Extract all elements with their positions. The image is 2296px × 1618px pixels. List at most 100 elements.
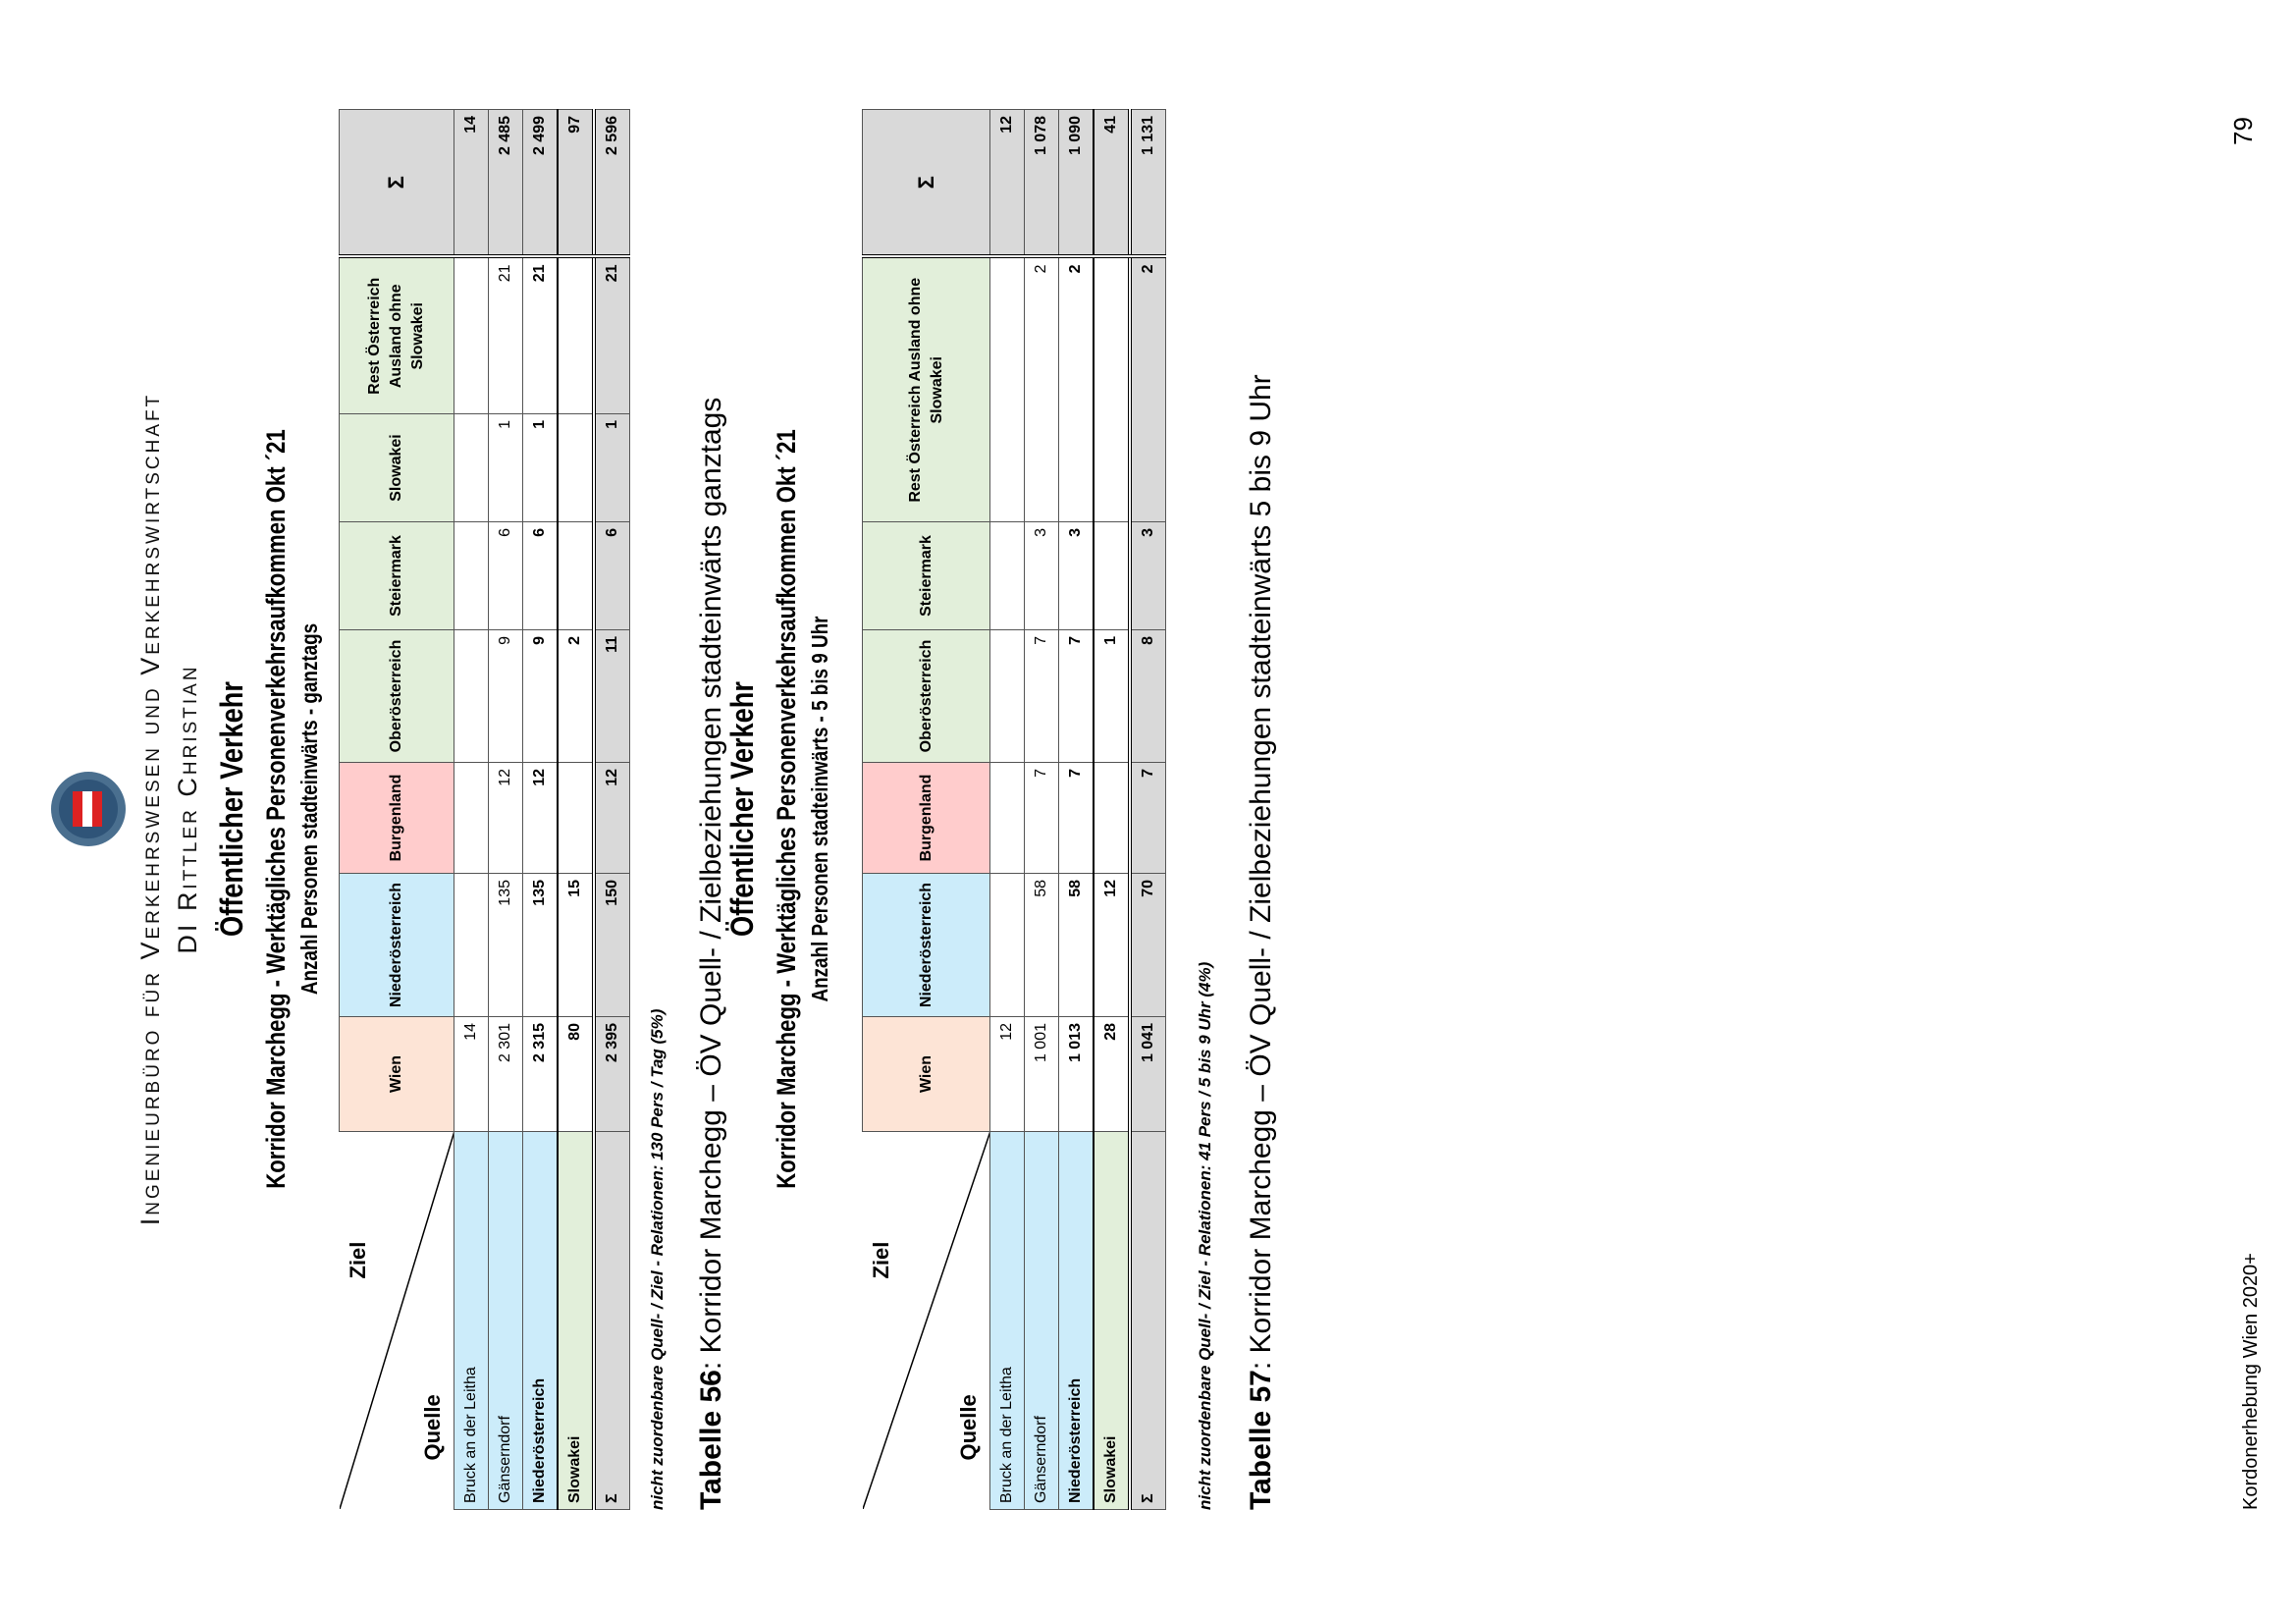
table-cell: 2 485 xyxy=(488,109,523,257)
table-cell: 1 078 xyxy=(1024,109,1059,257)
table-title: Öffentlicher Verkehr xyxy=(214,681,249,938)
table-cell xyxy=(454,521,489,630)
table-cell: 80 xyxy=(558,1016,594,1132)
column-header: Niederösterreich xyxy=(339,873,454,1017)
table-cell: 2 xyxy=(558,629,594,763)
table-cell: 2 395 xyxy=(594,1016,630,1132)
table-cell: 7 xyxy=(1130,762,1166,874)
table-cell: 9 xyxy=(488,629,523,763)
table-cell: 1 xyxy=(594,413,630,522)
row-label: Gänserndorf xyxy=(488,1131,523,1510)
row-label: Σ xyxy=(594,1131,630,1510)
table-cell: 2 xyxy=(1058,256,1094,522)
table-cell: 3 xyxy=(1130,521,1166,630)
table-cell: 1 090 xyxy=(1058,109,1094,257)
row-label: Bruck an der Leitha xyxy=(989,1131,1025,1510)
column-header: Oberösterreich xyxy=(339,629,454,763)
table-cell: 12 xyxy=(522,762,558,874)
table-cell xyxy=(989,256,1025,522)
table-cell: 58 xyxy=(1024,873,1059,1017)
table-subtitle-2: Anzahl Personen stadteinwärts - 5 bis 9 … xyxy=(807,616,832,1002)
caption-text: : Korridor Marchegg – ÖV Quell- / Zielbe… xyxy=(695,397,727,1371)
table-cell: 14 xyxy=(454,109,489,257)
table-cell: 1 013 xyxy=(1058,1016,1094,1132)
column-header: Wien xyxy=(339,1016,454,1132)
table-cell: 2 xyxy=(1024,256,1059,522)
table-cell: 41 xyxy=(1094,109,1130,257)
table-cell: 7 xyxy=(1058,629,1094,763)
table-cell: 6 xyxy=(488,521,523,630)
table-cell: 11 xyxy=(594,629,630,763)
table-cell: 2 301 xyxy=(488,1016,523,1132)
table-note: nicht zuordenbare Quell- / Ziel - Relati… xyxy=(648,1008,667,1510)
table-cell: 6 xyxy=(522,521,558,630)
table-cell: 28 xyxy=(1094,1016,1130,1132)
table-cell: 3 xyxy=(1058,521,1094,630)
table-cell xyxy=(454,762,489,874)
table-cell: 58 xyxy=(1058,873,1094,1017)
caption-text: : Korridor Marchegg – ÖV Quell- / Zielbe… xyxy=(1245,374,1277,1371)
column-header: Slowakei xyxy=(339,413,454,522)
table-cell: 12 xyxy=(989,109,1025,257)
table-cell xyxy=(558,256,594,414)
table-cell xyxy=(989,521,1025,630)
table-cell: 12 xyxy=(1094,873,1130,1017)
row-label: Gänserndorf xyxy=(1024,1131,1059,1510)
table-cell: 7 xyxy=(1058,762,1094,874)
table-cell: 1 xyxy=(1094,629,1130,763)
table-cell: 12 xyxy=(989,1016,1025,1132)
row-label: Bruck an der Leitha xyxy=(454,1131,489,1510)
table-cell xyxy=(989,762,1025,874)
caption-label: Tabelle 56 xyxy=(695,1370,727,1510)
table-cell: 9 xyxy=(522,629,558,763)
table-cell: 7 xyxy=(1024,629,1059,763)
footer-title: Kordonerhebung Wien 2020+ xyxy=(2240,1253,2262,1510)
column-header: Σ xyxy=(862,109,990,257)
corner-quelle-label: Quelle xyxy=(956,1394,981,1461)
table-cell: 1 xyxy=(488,413,523,522)
table-cell: 70 xyxy=(1130,873,1166,1017)
table-cell: 3 xyxy=(1024,521,1059,630)
column-header: Burgenland xyxy=(339,762,454,874)
table-cell: 6 xyxy=(594,521,630,630)
corner-ziel-label: Ziel xyxy=(345,1241,370,1279)
table-cell xyxy=(454,413,489,522)
row-label: Σ xyxy=(1130,1131,1166,1510)
table-cell: 8 xyxy=(1130,629,1166,763)
row-label: Niederösterreich xyxy=(1058,1131,1094,1510)
table-cell: 21 xyxy=(488,256,523,414)
table-cell: 135 xyxy=(488,873,523,1017)
header-company-name: Ingenieurbüro für Verkehrswesen und Verk… xyxy=(135,392,165,1226)
column-header: Niederösterreich xyxy=(862,873,990,1017)
table-cell xyxy=(1094,256,1130,522)
table-cell: 1 041 xyxy=(1130,1016,1166,1132)
table-cell: 135 xyxy=(522,873,558,1017)
table-cell: 2 xyxy=(1130,256,1166,522)
table-cell xyxy=(989,873,1025,1017)
table-title: Öffentlicher Verkehr xyxy=(724,681,760,938)
table-caption: Tabelle 56: Korridor Marchegg – ÖV Quell… xyxy=(695,398,728,1510)
table-cell: 15 xyxy=(558,873,594,1017)
table-cell xyxy=(454,873,489,1017)
table-cell: 12 xyxy=(488,762,523,874)
column-header: Burgenland xyxy=(862,762,990,874)
table-cell xyxy=(454,629,489,763)
column-header: Rest Österreich Ausland ohne Slowakei xyxy=(339,256,454,414)
table-cell xyxy=(454,256,489,414)
table-cell: 2 315 xyxy=(522,1016,558,1132)
column-header: Steiermark xyxy=(339,521,454,630)
table-subtitle: Korridor Marchegg - Werktägliches Person… xyxy=(772,429,801,1189)
column-header: Σ xyxy=(339,109,454,257)
table-cell xyxy=(1094,521,1130,630)
column-header: Wien xyxy=(862,1016,990,1132)
table-subtitle-2: Anzahl Personen stadteinwärts - ganztags xyxy=(296,622,322,996)
